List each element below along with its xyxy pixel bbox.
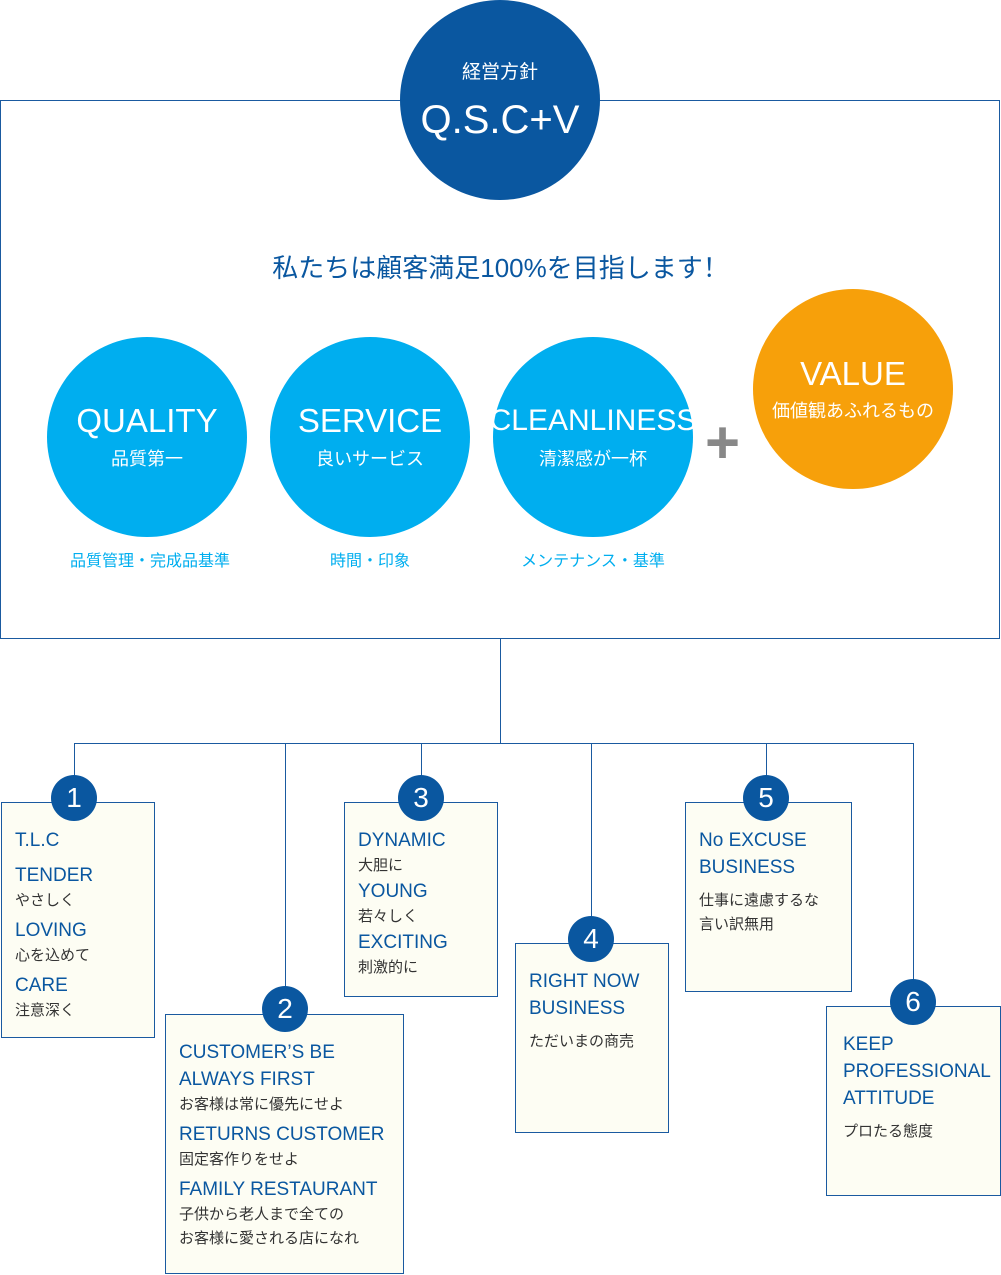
cleanliness-jp: 清潔感が一杯 — [539, 449, 647, 469]
box2-en-3: FAMILY RESTAURANT — [179, 1179, 378, 1200]
box2-jp-1: お客様は常に優先にせよ — [179, 1096, 345, 1113]
principle-box-3: DYNAMIC 大胆に YOUNG 若々しく EXCITING 刺激的に — [344, 802, 498, 997]
policy-circle: 経営方針 Q.S.C+V — [400, 0, 600, 200]
box3-en-3: EXCITING — [358, 932, 448, 953]
connector-2 — [285, 743, 286, 1015]
principle-box-5: No EXCUSE BUSINESS 仕事に遠慮するな 言い訳無用 — [685, 802, 852, 992]
box5-jp-2: 言い訳無用 — [699, 916, 775, 933]
slogan: 私たちは顧客満足100%を目指します！ — [272, 253, 729, 283]
box6-en-2: PROFESSIONAL — [843, 1061, 991, 1082]
box3-en-2: YOUNG — [358, 881, 428, 902]
cleanliness-en: CLEANLINESS — [489, 404, 697, 437]
box2-jp-3: 子供から老人まで全ての — [179, 1206, 345, 1223]
box3-jp-3: 刺激的に — [358, 959, 419, 976]
connector-4 — [591, 743, 592, 944]
box4-jp: ただいまの商売 — [529, 1033, 635, 1050]
box2-en-2: RETURNS CUSTOMER — [179, 1124, 385, 1145]
number-badge-3: 3 — [398, 775, 444, 821]
box1-en-2: LOVING — [15, 920, 87, 941]
box1-jp-3: 注意深く — [15, 1002, 76, 1019]
box2-jp-2: 固定客作りをせよ — [179, 1151, 300, 1168]
box2-en-1b: ALWAYS FIRST — [179, 1069, 315, 1090]
box1-jp-2: 心を込めて — [15, 947, 91, 964]
connector-3 — [421, 743, 422, 803]
quality-en: QUALITY — [76, 402, 218, 439]
plus-sign: + — [705, 409, 741, 476]
principle-box-1: T.L.C TENDER やさしく LOVING 心を込めて CARE 注意深く — [1, 802, 155, 1038]
connector-6 — [913, 743, 914, 1007]
value-en: VALUE — [800, 355, 906, 392]
number-badge-6: 6 — [890, 979, 936, 1025]
box1-en-3: CARE — [15, 975, 68, 996]
connector-1 — [74, 743, 75, 803]
quality-circle: QUALITY 品質第一 — [47, 337, 247, 537]
connector-bar — [74, 743, 914, 744]
service-circle: SERVICE 良いサービス — [270, 337, 470, 537]
quality-jp: 品質第一 — [111, 449, 183, 469]
principle-box-4: RIGHT NOW BUSINESS ただいまの商売 — [515, 943, 669, 1133]
box6-en-1: KEEP — [843, 1034, 894, 1055]
connector-5 — [766, 743, 767, 803]
number-badge-2: 2 — [262, 986, 308, 1032]
policy-subtitle: 経営方針 — [461, 62, 538, 83]
service-note: 時間・印象 — [329, 553, 410, 570]
box2-jp-3b: お客様に愛される店になれ — [179, 1230, 360, 1247]
number-badge-5: 5 — [743, 775, 789, 821]
box4-en-1: RIGHT NOW — [529, 971, 640, 992]
value-circle: VALUE 価値観あふれるもの — [753, 289, 953, 489]
box5-jp-1: 仕事に遠慮するな — [699, 892, 820, 909]
box3-jp-2: 若々しく — [358, 908, 419, 925]
box1-en-1: TENDER — [15, 865, 94, 886]
box6-en-3: ATTITUDE — [843, 1088, 935, 1109]
box6-jp: プロたる態度 — [843, 1123, 934, 1140]
policy-title: Q.S.C+V — [420, 98, 580, 142]
value-jp: 価値観あふれるもの — [772, 401, 934, 421]
box1-title: T.L.C — [15, 830, 60, 851]
cleanliness-note: メンテナンス・基準 — [521, 553, 665, 570]
box2-en-1: CUSTOMER’S BE — [179, 1042, 335, 1063]
box3-jp-1: 大胆に — [358, 857, 404, 874]
quality-note: 品質管理・完成品基準 — [69, 553, 230, 570]
principle-box-2: CUSTOMER’S BE ALWAYS FIRST お客様は常に優先にせよ R… — [165, 1014, 404, 1274]
number-badge-1: 1 — [51, 775, 97, 821]
box5-en-2: BUSINESS — [699, 857, 796, 878]
service-jp: 良いサービス — [316, 449, 424, 469]
service-en: SERVICE — [297, 402, 443, 439]
cleanliness-circle: CLEANLINESS 清潔感が一杯 — [490, 337, 696, 537]
number-badge-4: 4 — [568, 916, 614, 962]
box1-jp-1: やさしく — [15, 892, 76, 909]
box5-en-1: No EXCUSE — [699, 830, 807, 851]
box3-en-1: DYNAMIC — [358, 830, 446, 851]
box4-en-2: BUSINESS — [529, 998, 626, 1019]
connector-trunk — [500, 639, 501, 744]
principle-box-6: KEEP PROFESSIONAL ATTITUDE プロたる態度 — [826, 1006, 1001, 1196]
